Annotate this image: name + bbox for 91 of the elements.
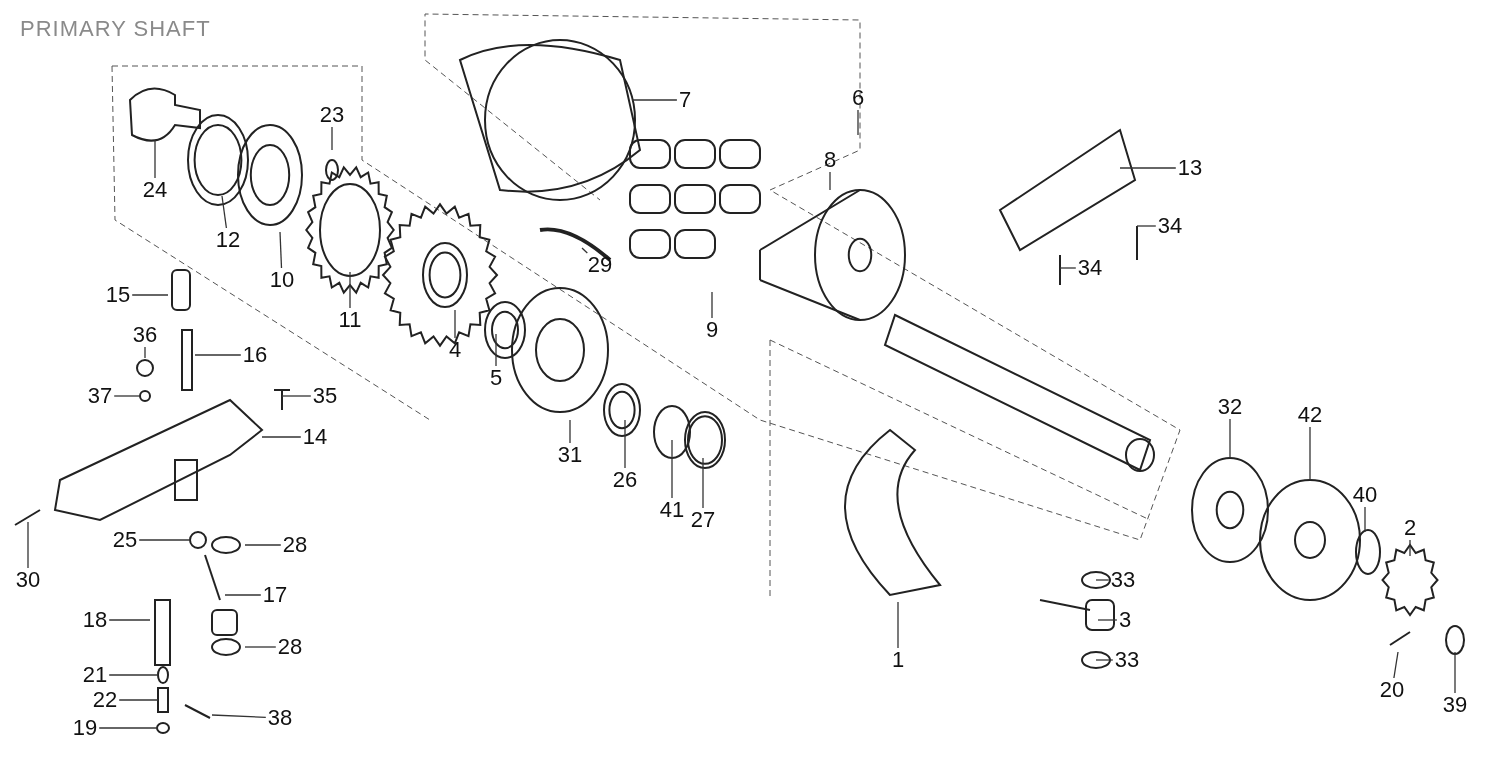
callout-number: 27 <box>690 509 716 531</box>
callout-number: 21 <box>82 664 108 686</box>
callout-number: 40 <box>1352 484 1378 506</box>
leader-line <box>711 291 713 319</box>
callout-number: 39 <box>1442 694 1468 716</box>
leader-line <box>702 457 704 509</box>
callout-number: 14 <box>302 426 328 448</box>
diagram-title: PRIMARY SHAFT <box>20 16 211 42</box>
callout-number: 28 <box>277 636 303 658</box>
callout-number: 2 <box>1403 517 1417 539</box>
callout-number: 22 <box>92 689 118 711</box>
leader-line <box>1095 659 1114 661</box>
leader-line <box>113 395 141 397</box>
callout-number: 17 <box>262 584 288 606</box>
leader-line <box>829 171 831 191</box>
callout-number: 34 <box>1157 215 1183 237</box>
leader-line <box>211 714 267 719</box>
leader-line <box>138 539 191 541</box>
callout-number: 8 <box>823 149 837 171</box>
leader-line <box>569 419 571 444</box>
leader-line <box>27 521 29 569</box>
leader-line <box>108 619 151 621</box>
leader-line <box>671 439 673 499</box>
leader-line <box>581 247 588 254</box>
leader-line <box>118 699 159 701</box>
leader-line <box>224 594 262 596</box>
callout-number: 1 <box>891 649 905 671</box>
leader-line <box>131 294 169 296</box>
leader-line <box>98 727 159 729</box>
leader-line <box>349 271 351 309</box>
leader-line <box>108 674 159 676</box>
callout-number: 20 <box>1379 679 1405 701</box>
callout-number: 30 <box>15 569 41 591</box>
callout-number: 12 <box>215 229 241 251</box>
leader-line <box>454 309 456 339</box>
leader-line <box>1409 539 1411 557</box>
leader-line <box>1454 651 1456 694</box>
leader-line <box>244 544 282 546</box>
callout-number: 36 <box>132 324 158 346</box>
callout-number: 3 <box>1118 609 1132 631</box>
leader-line <box>495 333 497 367</box>
leader-line <box>1136 225 1157 227</box>
leader-line <box>1095 579 1110 581</box>
leader-line <box>1097 619 1118 621</box>
leader-line <box>281 395 312 397</box>
callout-number: 24 <box>142 179 168 201</box>
callout-number: 5 <box>489 367 503 389</box>
callout-number: 4 <box>448 339 462 361</box>
leader-line <box>857 109 859 136</box>
leader-line <box>244 646 277 648</box>
callout-number: 34 <box>1077 257 1103 279</box>
callout-number: 10 <box>269 269 295 291</box>
callout-number: 18 <box>82 609 108 631</box>
callout-number: 6 <box>851 87 865 109</box>
callout-number: 38 <box>267 707 293 729</box>
callout-number: 33 <box>1110 569 1136 591</box>
callout-number: 35 <box>312 385 338 407</box>
leader-line <box>154 139 156 179</box>
callout-number: 25 <box>112 529 138 551</box>
leader-line <box>1059 267 1077 269</box>
callout-number: 13 <box>1177 157 1203 179</box>
callout-number: 26 <box>612 469 638 491</box>
callout-number: 7 <box>678 89 692 111</box>
callout-number: 28 <box>282 534 308 556</box>
callout-number: 37 <box>87 385 113 407</box>
leader-line <box>1309 426 1311 481</box>
callout-number: 16 <box>242 344 268 366</box>
leader-line <box>624 419 626 469</box>
callout-number: 29 <box>587 254 613 276</box>
leader-line <box>221 195 228 229</box>
leader-line <box>1364 506 1366 533</box>
leader-line <box>1119 167 1177 169</box>
callout-number: 9 <box>705 319 719 341</box>
callout-number: 31 <box>557 444 583 466</box>
callout-number: 11 <box>338 309 362 331</box>
leader-line <box>144 346 146 359</box>
leader-line <box>1229 418 1231 459</box>
callout-number: 33 <box>1114 649 1140 671</box>
leader-line <box>261 436 302 438</box>
leader-line <box>631 99 678 101</box>
leader-line <box>897 601 899 649</box>
callout-number: 23 <box>319 104 345 126</box>
callout-number: 15 <box>105 284 131 306</box>
callout-number: 42 <box>1297 404 1323 426</box>
leader-line <box>1393 651 1399 679</box>
callout-number: 32 <box>1217 396 1243 418</box>
leader-line <box>331 126 333 151</box>
callout-number: 41 <box>659 499 685 521</box>
leader-line <box>194 354 242 356</box>
leader-line <box>279 231 283 269</box>
callout-number: 19 <box>72 717 98 739</box>
